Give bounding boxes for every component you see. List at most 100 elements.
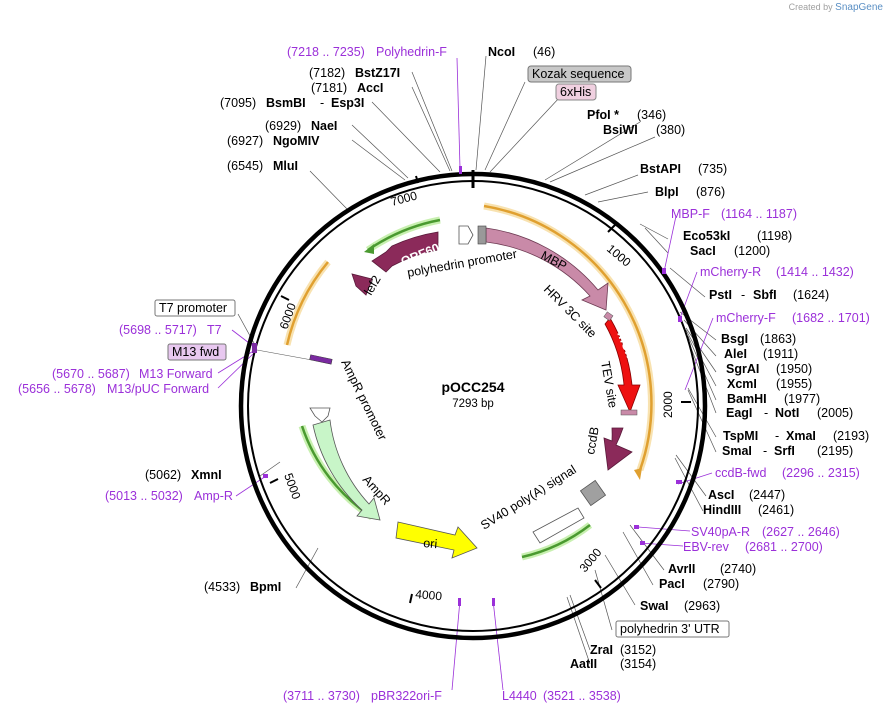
primer-l4440: L4440 [502,689,537,703]
enzyme-dash-smai: - [763,444,767,458]
polyhedrin-promoter-arrow [458,225,474,245]
enzyme-mlui-pos: (6545) [227,159,263,173]
enzyme-alei: AleI [724,347,747,361]
green-arc-sv40 [521,524,591,559]
ori-feature[interactable] [395,521,478,559]
enzyme-naei: NaeI [311,119,337,133]
primer-m13-forward: M13 Forward [139,367,213,381]
enzyme-ngomiv-pos: (6927) [227,134,263,148]
primer-markers [263,166,682,606]
mbp-feature[interactable] [485,227,609,311]
primer-polyhedrin-f: Polyhedrin-F [376,45,447,59]
enzyme-bamhi-pos: (1977) [784,392,820,406]
enzyme-mlui: MluI [273,159,298,173]
primer-mcherry-f: mCherry-F [716,311,776,325]
enzyme-sgrai-pos: (1950) [776,362,812,376]
enzyme-xmni-pos: (5062) [145,468,181,482]
primer-l4440-pos: (3521 .. 3538) [543,689,621,703]
utr-box [615,620,730,638]
enzyme-psti-pos: (1624) [793,288,829,302]
enzyme-naei-pos: (6929) [265,119,301,133]
enzyme-paci-pos: (2790) [703,577,739,591]
enzyme-xcmi: XcmI [727,377,757,391]
ori-label: ori [423,536,438,551]
enzyme-zrai: ZraI [590,643,613,657]
primer-mbp-f-pos: (1164 .. 1187) [721,207,797,221]
ccdb-feature[interactable] [603,427,633,471]
enzyme-bpmi: BpmI [250,580,281,594]
ccdb-label: ccdB [583,426,602,456]
enzyme-swai: SwaI [640,599,669,613]
enzyme-eco53ki: Eco53kI [683,229,730,243]
ampr-promoter-label: AmpR promoter [338,357,389,442]
kozak-label: Kozak sequence [532,67,624,81]
enzyme-xcmi-pos: (1955) [776,377,812,391]
his-box [555,83,597,101]
enzyme-hindiii-pos: (2461) [758,503,794,517]
enzyme-avrii-pos: (2740) [720,562,756,576]
ampr-promoter-arrow [309,407,331,423]
primer-ebv-rev: EBV-rev [683,540,730,554]
enzyme-asci-pos: (2447) [749,488,785,502]
hrv3c-block [603,311,614,322]
lef2-feature[interactable] [351,273,373,296]
primer-t7-pos: (5698 .. 5717) [119,323,197,337]
enzyme-dash-tspmi: - [775,429,779,443]
enzyme-bsgi: BsgI [721,332,748,346]
primer-ccdb-fwd: ccdB-fwd [715,466,766,480]
enzyme-xmai: XmaI [786,429,816,443]
enzyme-bstz17i-pos: (7182) [309,66,345,80]
snapgene-logo: SnapGene [835,2,883,13]
enzyme-saci-pos: (1200) [734,244,770,258]
primer-mcherry-f-pos: (1682 .. 1701) [792,311,870,325]
enzyme-blpi: BlpI [655,185,679,199]
enzyme-bpmi-pos: (4533) [204,580,240,594]
enzyme-bstapi-pos: (735) [698,162,727,176]
enzyme-labels: NcoI (46) PfoI * (346) BsiWI (380) BstAP… [145,45,869,671]
tev-block [620,409,638,416]
enzyme-blpi-pos: (876) [696,185,725,199]
enzyme-bsiwi-pos: (380) [656,123,685,137]
enzyme-esp3i: Esp3I [331,96,364,110]
enzyme-asci: AscI [708,488,734,502]
enzyme-bsiwi: BsiWI [603,123,638,137]
enzyme-acci-pos: (7181) [311,81,347,95]
enzyme-pfoi-pos: (346) [637,108,666,122]
primer-labels: (7218 .. 7235) Polyhedrin-F MBP-F (1164 … [18,45,870,703]
orf603-feature[interactable] [371,231,439,273]
enzyme-xmni: XmnI [191,468,222,482]
tick-label-7000: 7000 [389,188,419,209]
enzyme-noti: NotI [775,406,799,420]
snapgene-credit: Created by SnapGene [789,2,883,13]
primer-m13puc-forward: M13/pUC Forward [107,382,209,396]
utr-label: polyhedrin 3' UTR [620,622,720,636]
enzyme-saci: SacI [690,244,716,258]
primer-m13-forward-pos: (5670 .. 5687) [52,367,130,381]
sv40-polya-arrow [532,507,585,544]
primer-mcherry-r-pos: (1414 .. 1432) [776,265,854,279]
tick-label-4000: 4000 [415,587,443,603]
polyhedrin-3utr-block [579,479,607,507]
ampr-feature[interactable] [312,419,381,521]
t7-promoter-box [154,299,236,317]
enzyme-sbfi: SbfI [753,288,777,302]
enzyme-eagi-pos: (2005) [817,406,853,420]
mcherry-feature[interactable] [604,317,641,414]
enzyme-bstapi: BstAPI [640,162,681,176]
primer-t7: T7 [207,323,222,337]
enzyme-aatii-pos: (3154) [620,657,656,671]
tick-marks [269,175,691,604]
enzyme-hindiii: HindIII [703,503,741,517]
enzyme-aatii: AatII [570,657,597,671]
m13-leader [256,349,313,361]
m13-fwd-label: M13 fwd [172,345,219,359]
his-label: 6xHis [560,85,591,99]
enzyme-smai-pos: (2195) [817,444,853,458]
primer-polyhedrin-f-pos: (7218 .. 7235) [287,45,365,59]
plasmid-size: 7293 bp [452,398,494,410]
t7-promoter-label: T7 promoter [159,301,227,315]
enzyme-eagi: EagI [726,406,752,420]
t7-site-marker [252,343,257,353]
enzyme-bsmbi-pos: (7095) [220,96,256,110]
